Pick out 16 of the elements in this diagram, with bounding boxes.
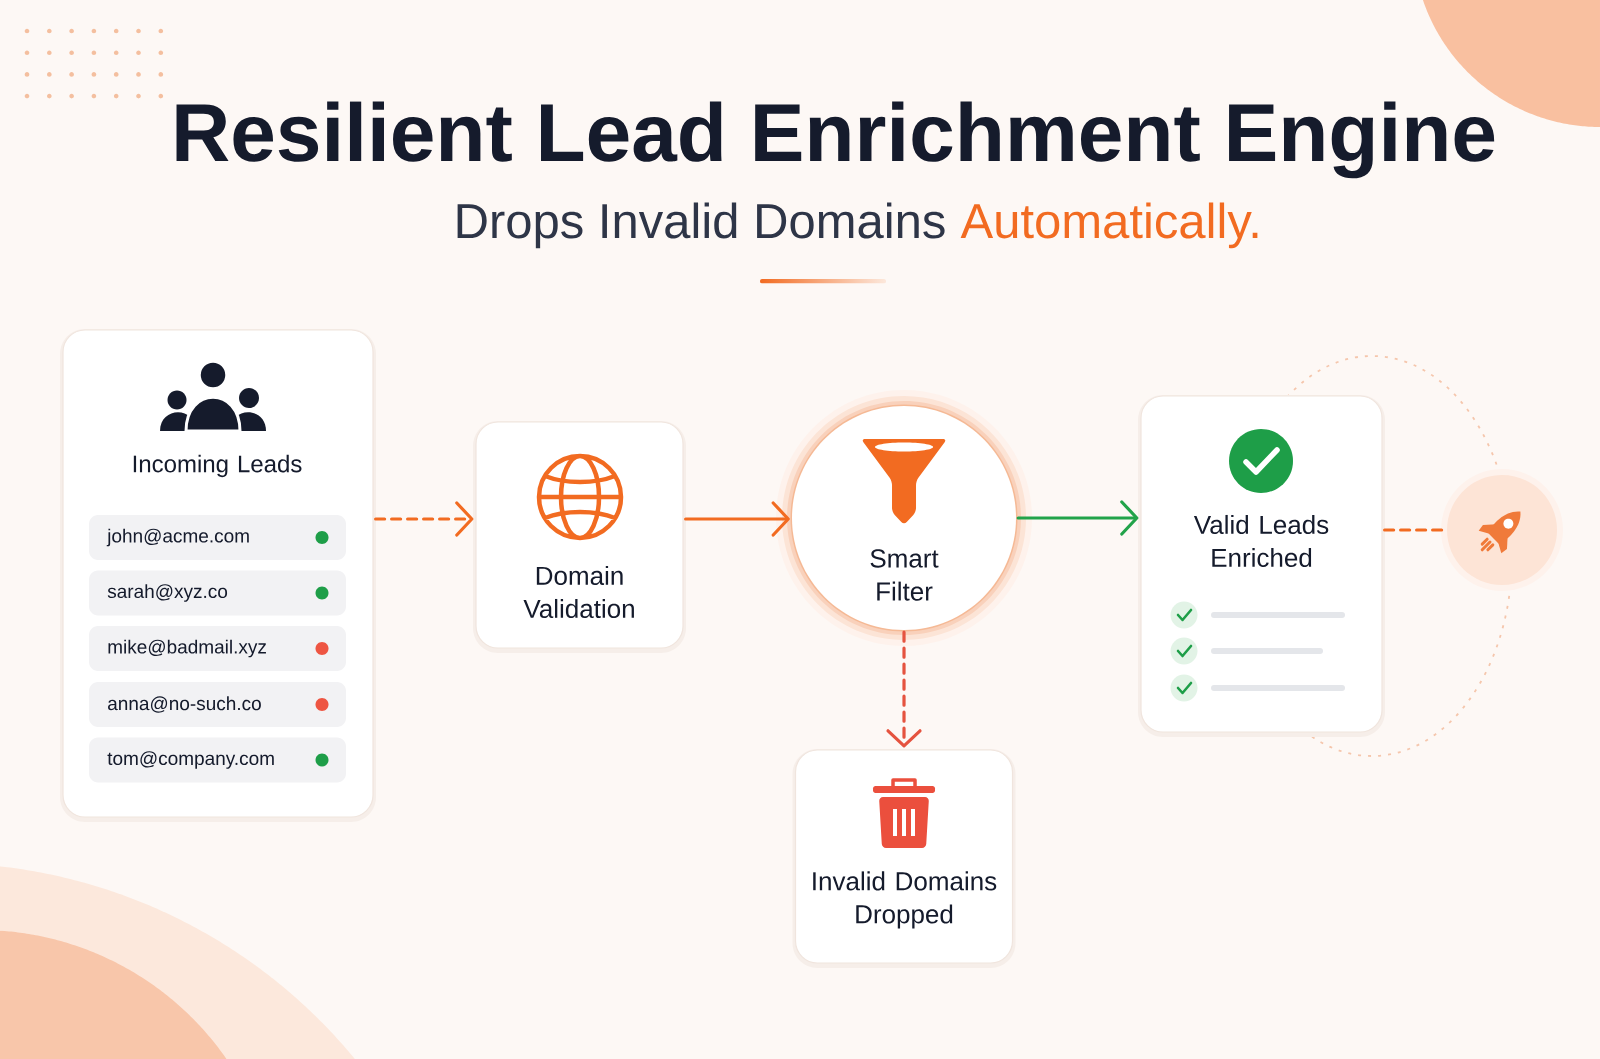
arrow bbox=[1016, 500, 1139, 536]
email-row: anna@no-such.co bbox=[89, 682, 346, 727]
arrow bbox=[374, 501, 474, 537]
icon-circle bbox=[1441, 469, 1563, 591]
subtitle: Automatically. bbox=[960, 202, 1258, 249]
email-row: john@acme.com bbox=[89, 515, 346, 560]
arrow bbox=[684, 501, 790, 537]
email-row: sarah@xyz.co bbox=[89, 570, 346, 616]
email-row: mike@badmail.xyz bbox=[89, 626, 346, 671]
email-row: tom@company.com bbox=[89, 737, 346, 783]
title: Resilient Lead Enrichment Engine bbox=[176, 101, 1495, 179]
result-card: Valid Leads Enriched bbox=[1138, 395, 1385, 737]
output-box: Invalid Domains Dropped bbox=[792, 749, 1016, 968]
arrow bbox=[886, 630, 922, 748]
process-box: Domain Validation bbox=[473, 421, 686, 653]
subtitle: Drops Invalid Domains bbox=[457, 202, 945, 249]
